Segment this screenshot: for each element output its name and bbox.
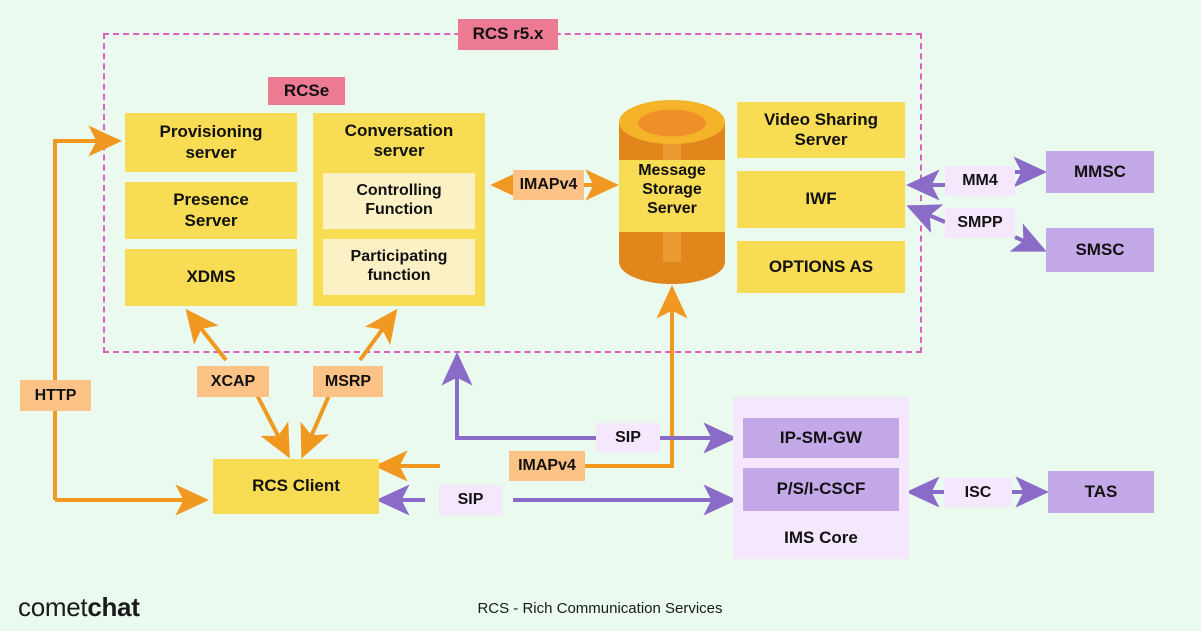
node-ip-sm-gw[interactable]: IP-SM-GW: [743, 418, 899, 458]
node-video-sharing-server[interactable]: Video Sharing Server: [737, 102, 905, 158]
label-sip-lower: SIP: [439, 485, 502, 515]
node-xdms[interactable]: XDMS: [125, 249, 297, 306]
cylinder-shape: [619, 100, 725, 284]
label-http: HTTP: [20, 380, 91, 411]
label-msrp: MSRP: [313, 366, 383, 397]
cometchat-logo: cometchat: [18, 592, 140, 623]
node-tas[interactable]: TAS: [1048, 471, 1154, 513]
node-smsc[interactable]: SMSC: [1046, 228, 1154, 272]
label-mm4: MM4: [945, 166, 1015, 196]
label-isc: ISC: [944, 478, 1012, 507]
node-provisioning-server[interactable]: Provisioning server: [125, 113, 297, 172]
node-iwf[interactable]: IWF: [737, 171, 905, 228]
node-controlling-function[interactable]: Controlling Function: [323, 173, 475, 229]
label-imapv4-top: IMAPv4: [513, 170, 584, 200]
message-storage-server-label: Message Storage Server: [638, 162, 706, 217]
node-mmsc[interactable]: MMSC: [1046, 151, 1154, 193]
label-smpp: SMPP: [945, 208, 1015, 238]
ims-core-label: IMS Core: [784, 528, 858, 547]
node-participating-function[interactable]: Participating function: [323, 239, 475, 295]
diagram-caption: RCS - Rich Communication Services: [477, 600, 723, 617]
node-message-storage-server[interactable]: Message Storage Server: [619, 100, 725, 284]
rcse-badge: RCSe: [268, 77, 345, 105]
label-sip-upper: SIP: [596, 423, 660, 453]
rcs-version-badge: RCS r5.x: [458, 19, 558, 50]
node-presence-server[interactable]: Presence Server: [125, 182, 297, 239]
label-xcap: XCAP: [197, 366, 269, 397]
node-ps-i-cscf[interactable]: P/S/I-CSCF: [743, 468, 899, 511]
label-imapv4-bottom: IMAPv4: [509, 451, 585, 481]
node-rcs-client[interactable]: RCS Client: [213, 459, 379, 514]
node-options-as[interactable]: OPTIONS AS: [737, 241, 905, 293]
logo-text-bold: chat: [87, 592, 140, 622]
logo-text-light: comet: [18, 592, 88, 622]
